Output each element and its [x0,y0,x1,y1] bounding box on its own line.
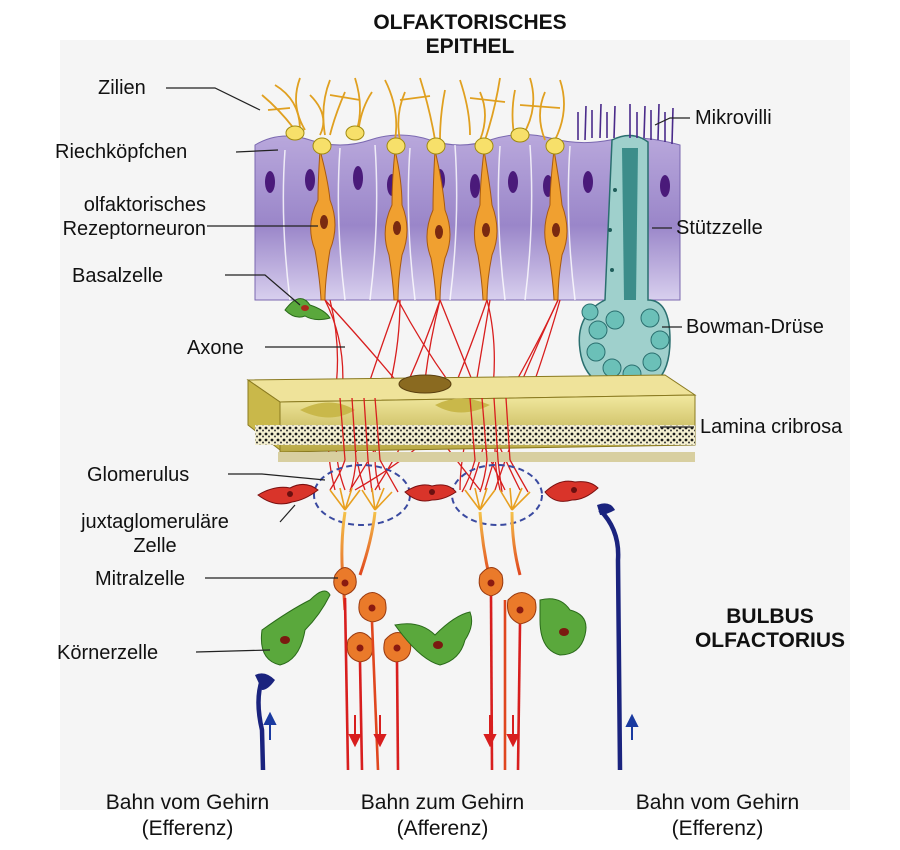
label-zilien: Zilien [98,76,146,100]
label-bowman-druese: Bowman-Drüse [686,315,824,339]
footer-left-line2: (Efferenz) [75,816,300,842]
label-juxta-line1: juxtaglomeruläre [45,510,265,534]
footer-right-line1: Bahn vom Gehirn [605,790,830,816]
label-basalzelle: Basalzelle [72,264,163,288]
label-mitralzelle: Mitralzelle [95,567,185,591]
footer-right-line2: (Efferenz) [605,816,830,842]
epithel-title-line1: OLFAKTORISCHES [350,11,590,35]
label-mikrovilli: Mikrovilli [695,106,772,130]
footer-mid-line2: (Afferenz) [325,816,560,842]
label-koernerzelle: Körnerzelle [57,641,158,665]
label-stuetzzelle: Stützzelle [676,216,763,240]
label-rezeptorneuron-line1: olfaktorisches [10,193,206,217]
bulbus-title-line1: BULBUS [660,605,880,629]
footer-left-line1: Bahn vom Gehirn [75,790,300,816]
epithel-title-line2: EPITHEL [350,35,590,59]
label-axone: Axone [187,336,244,360]
label-lamina-cribrosa: Lamina cribrosa [700,415,842,439]
footer-efferent-left: Bahn vom Gehirn (Efferenz) [75,790,300,842]
bulbus-title: BULBUS OLFACTORIUS [660,605,880,653]
label-rezeptorneuron: olfaktorisches Rezeptorneuron [10,193,206,241]
label-glomerulus: Glomerulus [87,463,189,487]
label-rezeptorneuron-line2: Rezeptorneuron [10,217,206,241]
bulbus-title-line2: OLFACTORIUS [660,629,880,653]
epithel-title: OLFAKTORISCHES EPITHEL [350,11,590,59]
label-juxta-line2: Zelle [45,534,265,558]
footer-efferent-right: Bahn vom Gehirn (Efferenz) [605,790,830,842]
label-juxtaglomerulaere-zelle: juxtaglomeruläre Zelle [45,510,265,558]
footer-mid-line1: Bahn zum Gehirn [325,790,560,816]
label-riechkoepfchen: Riechköpfchen [55,140,187,164]
footer-afferent: Bahn zum Gehirn (Afferenz) [325,790,560,842]
